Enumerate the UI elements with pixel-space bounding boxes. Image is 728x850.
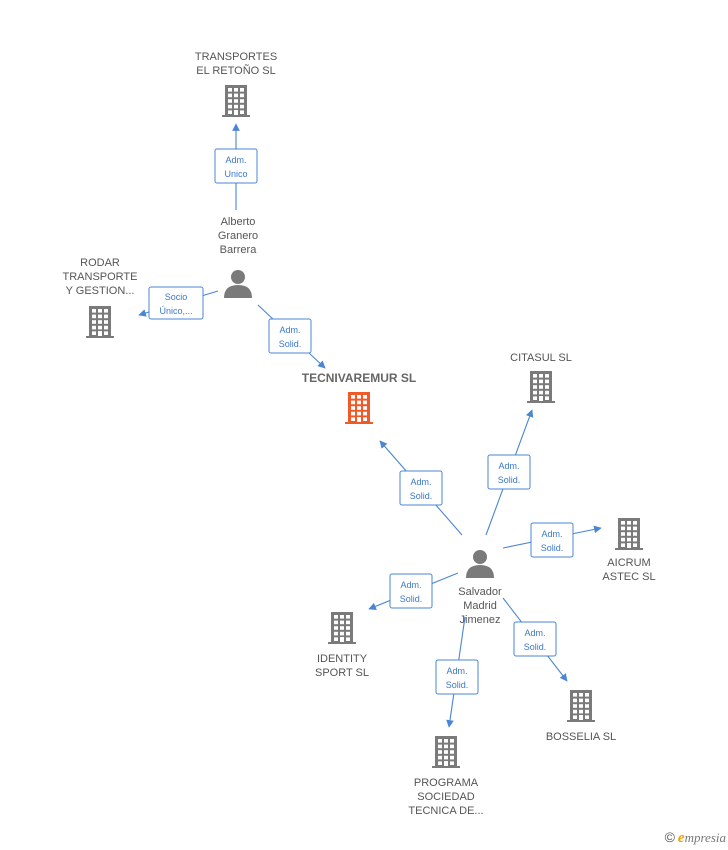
node-identity[interactable]: IDENTITY SPORT SL [315, 612, 369, 679]
edge-label-text: Adm. [225, 155, 246, 165]
node-label: Salvador [458, 586, 502, 598]
edge-label-text: Socio [165, 292, 188, 302]
edge-salvador-citasul: Adm. Solid. [485, 409, 534, 536]
copyright-symbol: © [664, 829, 675, 845]
edge-label-text: Solid. [400, 594, 423, 604]
node-label: Y GESTION... [66, 285, 135, 297]
edge-label-text: Solid. [410, 491, 433, 501]
node-label: CITASUL SL [510, 352, 572, 364]
building-icon [432, 736, 460, 768]
building-icon [222, 85, 250, 117]
edge-alberto-rodar: SocioÚnico,... [138, 286, 219, 320]
edge-label-box[interactable] [148, 286, 204, 320]
edge-label-box[interactable] [530, 522, 574, 558]
node-aicrum[interactable]: AICRUM ASTEC SL [602, 518, 656, 583]
node-label: AICRUM [607, 557, 650, 569]
edge-label-text: Adm. [400, 580, 421, 590]
node-label: TRANSPORTE [63, 271, 138, 283]
edge-label-box[interactable] [487, 454, 531, 490]
node-label: SPORT SL [315, 667, 369, 679]
edge-label-text: Solid. [524, 642, 547, 652]
node-label: IDENTITY [317, 653, 368, 665]
node-label: TRANSPORTES [195, 51, 277, 63]
edge-salvador-identity: Adm. Solid. [368, 572, 459, 610]
edge-label-text: Único,... [159, 306, 192, 316]
node-label: ASTEC SL [602, 571, 655, 583]
node-label: PROGRAMA [414, 777, 479, 789]
node-label: Jimenez [460, 614, 501, 626]
edge-salvador-tecnivaremur: Adm. Solid. [379, 440, 463, 536]
building-icon [86, 306, 114, 338]
edge-label-box[interactable] [513, 621, 557, 657]
node-label: Barrera [220, 244, 258, 256]
edge-label-text: Adm. [498, 461, 519, 471]
edge-label-box[interactable] [268, 318, 312, 354]
node-label: SOCIEDAD [417, 791, 475, 803]
edge-label-text: Solid. [446, 680, 469, 690]
brand-logo-e: e [677, 830, 685, 846]
building-icon [527, 371, 555, 403]
node-bosselia[interactable]: BOSSELIA SL [546, 690, 616, 743]
node-label: BOSSELIA SL [546, 731, 616, 743]
edge-label-text: Adm. [279, 325, 300, 335]
building-icon [615, 518, 643, 550]
edge-label-text: Adm. [410, 477, 431, 487]
edge-alberto-tecnivaremur: Adm. Solid. [257, 304, 326, 369]
brand-logo-text: mpresia [684, 830, 726, 845]
edge-label-box[interactable] [214, 148, 258, 184]
edge-label-box[interactable] [389, 573, 433, 609]
node-label: Granero [218, 230, 258, 242]
edge-salvador-aicrum: Adm. Solid. [502, 522, 602, 558]
edge-salvador-bosselia: Adm. Solid. [502, 597, 568, 682]
edge-label-text: Adm. [524, 628, 545, 638]
node-label: Madrid [463, 600, 497, 612]
node-rodar[interactable]: RODAR TRANSPORTE Y GESTION... [63, 257, 138, 338]
edge-label-text: Unico [224, 169, 247, 179]
node-programa[interactable]: PROGRAMA SOCIEDAD TECNICA DE... [408, 736, 484, 817]
edge-label-text: Solid. [498, 475, 521, 485]
building-icon [328, 612, 356, 644]
node-label: Alberto [221, 216, 256, 228]
edge-label-box[interactable] [435, 659, 479, 695]
node-label: RODAR [80, 257, 120, 269]
building-icon [567, 690, 595, 722]
person-icon [466, 550, 494, 578]
edge-alberto-transportes: Adm. Unico [214, 123, 258, 210]
person-icon [224, 270, 252, 298]
edge-label-text: Adm. [541, 529, 562, 539]
edge-label-text: Solid. [541, 543, 564, 553]
edge-label-text: Adm. [446, 666, 467, 676]
node-label: TECNIVAREMUR SL [302, 371, 416, 385]
edge-salvador-programa: Adm. Solid. [435, 616, 479, 728]
edge-label-text: Solid. [279, 339, 302, 349]
footer-brand[interactable]: ©empresia [665, 829, 726, 847]
node-citasul[interactable]: CITASUL SL [510, 352, 572, 403]
node-label: TECNICA DE... [408, 805, 483, 817]
edge-label-box[interactable] [399, 470, 443, 506]
node-tecnivaremur[interactable]: TECNIVAREMUR SL [302, 371, 416, 424]
building-icon [345, 392, 373, 424]
node-label: EL RETOÑO SL [196, 64, 275, 77]
